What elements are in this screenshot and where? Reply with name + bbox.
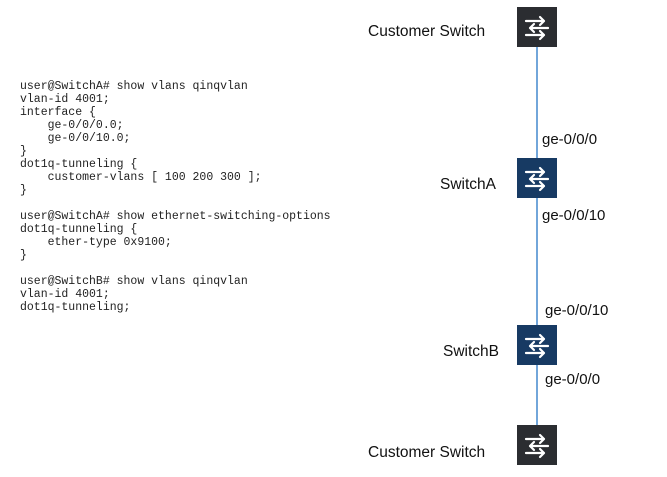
code-line: vlan-id 4001; — [20, 288, 110, 301]
code-line: user@SwitchA# show vlans qinqvlan — [20, 80, 248, 93]
port-label-switch-b-upper: ge-0/0/10 — [545, 302, 609, 319]
port-label-switch-a-lower: ge-0/0/10 — [542, 207, 606, 224]
code-line: ether-type 0x9100; — [20, 236, 172, 249]
code-line: } — [20, 184, 27, 197]
switch-a-label: SwitchA — [440, 176, 496, 193]
switch-icon — [517, 7, 557, 47]
switch-icon — [517, 158, 557, 198]
switch-icon — [517, 425, 557, 465]
code-line: user@SwitchA# show ethernet-switching-op… — [20, 210, 331, 223]
code-line: customer-vlans [ 100 200 300 ]; — [20, 171, 262, 184]
code-line: } — [20, 249, 27, 262]
code-line: dot1q-tunneling { — [20, 158, 138, 171]
customer-switch-bottom-label: Customer Switch — [368, 444, 486, 461]
port-label-switch-a-upper: ge-0/0/0 — [542, 131, 598, 148]
code-line: vlan-id 4001; — [20, 93, 110, 106]
switch-icon — [517, 325, 557, 365]
code-line: interface { — [20, 106, 96, 119]
code-line: user@SwitchB# show vlans qinqvlan — [20, 275, 248, 288]
code-line: ge-0/0/0.0; — [20, 119, 124, 132]
port-label-switch-b-lower: ge-0/0/0 — [545, 371, 601, 388]
code-line: dot1q-tunneling; — [20, 301, 131, 314]
code-line: ge-0/0/10.0; — [20, 132, 131, 145]
switch-b-label: SwitchB — [443, 343, 499, 360]
code-line: } — [20, 145, 27, 158]
code-line: dot1q-tunneling { — [20, 223, 138, 236]
customer-switch-top-label: Customer Switch — [368, 23, 486, 40]
